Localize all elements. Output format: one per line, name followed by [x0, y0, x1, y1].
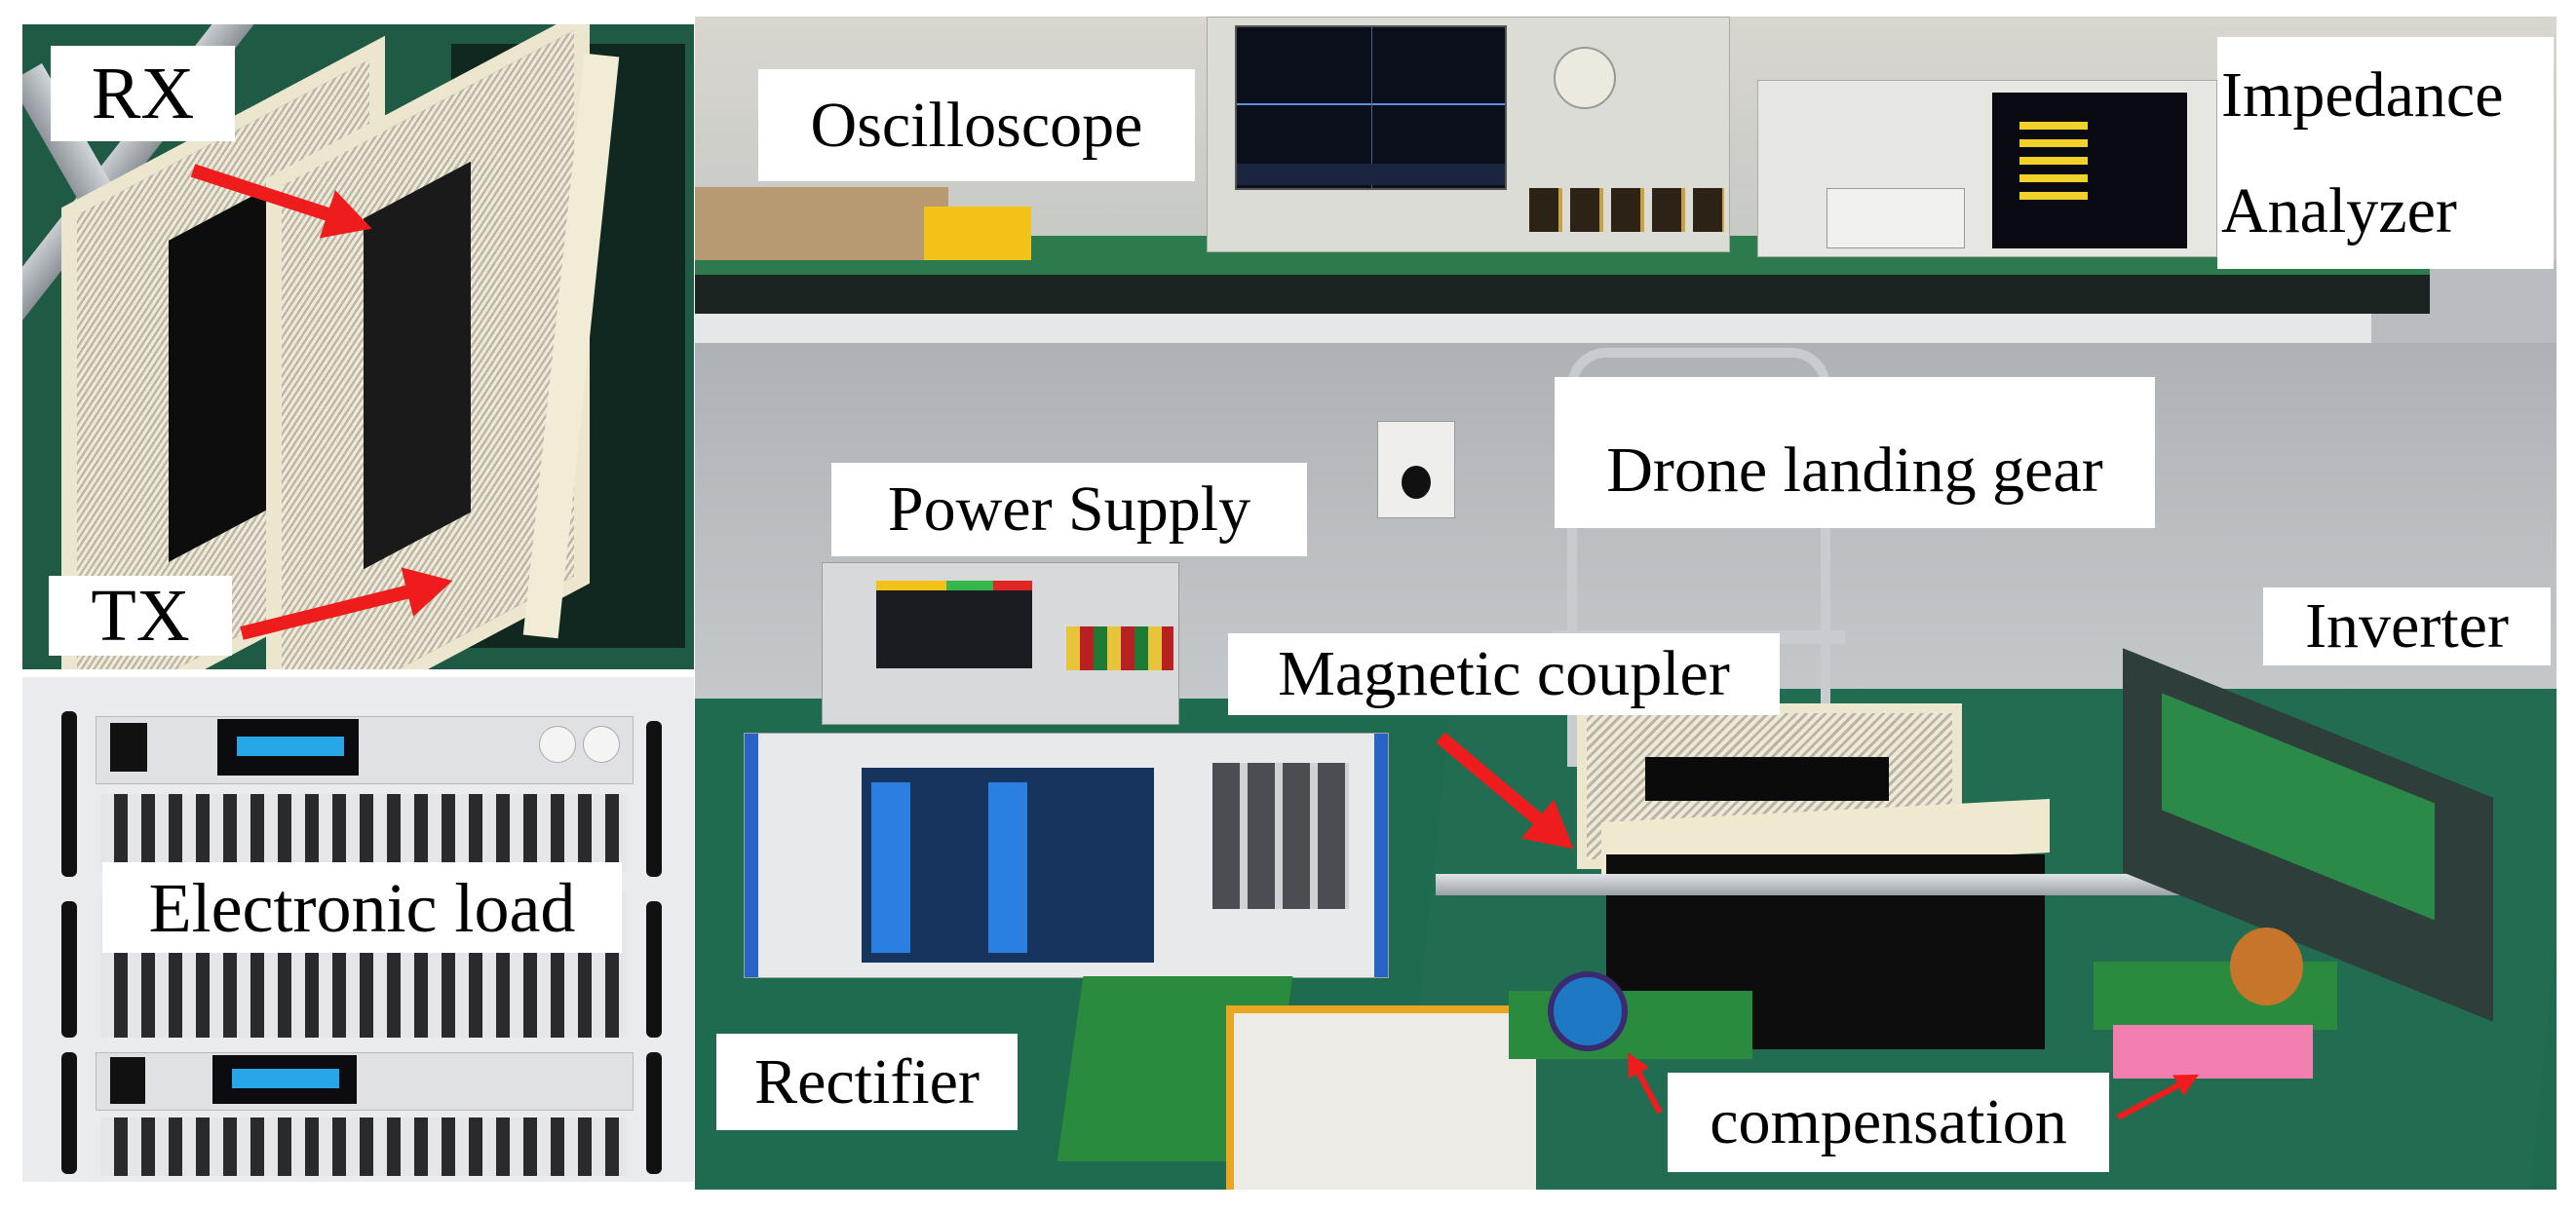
tx-coil-window: [364, 161, 471, 570]
coupler-rear-window: [1645, 757, 1889, 801]
oscilloscope-screen: [1235, 25, 1507, 190]
electronic-load-unit-3: [61, 1047, 662, 1179]
rx-label: RX: [51, 46, 235, 141]
power-supply-screen: [876, 581, 1032, 668]
handle-right: [646, 1052, 662, 1174]
toroid-inductor: [1548, 971, 1628, 1051]
yellow-sponge: [924, 207, 1031, 260]
landing-gear-frame: [1567, 348, 1830, 767]
electronic-load-unit-1: [61, 701, 662, 882]
coupler-closeup-photo: RX TX: [22, 24, 694, 669]
magnetic-coupler-label: Magnetic coupler: [1228, 633, 1780, 715]
handle-right: [646, 901, 662, 1038]
display: [212, 1055, 357, 1104]
handle-right: [646, 721, 662, 877]
power-analyzer-screen: [862, 768, 1154, 963]
power-switch: [110, 723, 147, 772]
cardboard-box: [695, 187, 948, 260]
output-terminals: [1066, 626, 1173, 670]
impedance-analyzer-screen: [1992, 93, 2187, 248]
tx-label: TX: [49, 576, 232, 656]
power-analyzer-device: [744, 733, 1389, 978]
wall-outlet: [1377, 421, 1455, 518]
compensation-board-tx: [2094, 928, 2337, 1030]
white-board: [1226, 1005, 1536, 1190]
drone-landing-gear-label: Drone landing gear: [1555, 377, 2155, 528]
main-setup-photo: Oscilloscope Impedance Analyzer Power Su…: [695, 17, 2557, 1190]
front-panel: [96, 1052, 634, 1111]
display: [217, 719, 359, 776]
test-fixture: [1826, 188, 1965, 248]
compensation-board-rx: [1509, 971, 1752, 1059]
oscilloscope-device: [1207, 17, 1730, 252]
oscilloscope-label: Oscilloscope: [758, 69, 1195, 181]
power-switch: [110, 1057, 145, 1104]
impedance-analyzer-device: [1757, 80, 2217, 257]
support-rod: [1436, 874, 2245, 895]
inverter-label: Inverter: [2263, 587, 2551, 665]
handle-left: [61, 901, 77, 1038]
handle-left: [61, 711, 77, 877]
upper-shelf-edge: [695, 275, 2430, 314]
rectifier-label: Rectifier: [716, 1034, 1018, 1130]
electronic-load-label: Electronic load: [102, 862, 622, 953]
vent-grille: [100, 1117, 627, 1176]
impedance-analyzer-label-line2: Analyzer: [2221, 174, 2457, 246]
electronic-load-photo: Electronic load: [22, 677, 694, 1182]
keypad: [1212, 763, 1349, 909]
pink-foam: [2113, 1025, 2313, 1079]
impedance-analyzer-label: Impedance Analyzer: [2217, 37, 2554, 269]
knob: [583, 726, 620, 763]
knob: [539, 726, 576, 763]
oscilloscope-knob: [1554, 47, 1616, 109]
handle-left: [61, 1052, 77, 1174]
copper-inductor: [2230, 928, 2303, 1005]
vent-grille: [100, 794, 627, 872]
power-supply-device: [822, 562, 1179, 725]
compensation-label: compensation: [1668, 1073, 2109, 1172]
impedance-analyzer-label-line1: Impedance: [2221, 58, 2504, 131]
power-supply-label: Power Supply: [831, 463, 1307, 556]
shelf-rail: [695, 314, 2371, 343]
channel-connectors: [1529, 188, 1724, 232]
